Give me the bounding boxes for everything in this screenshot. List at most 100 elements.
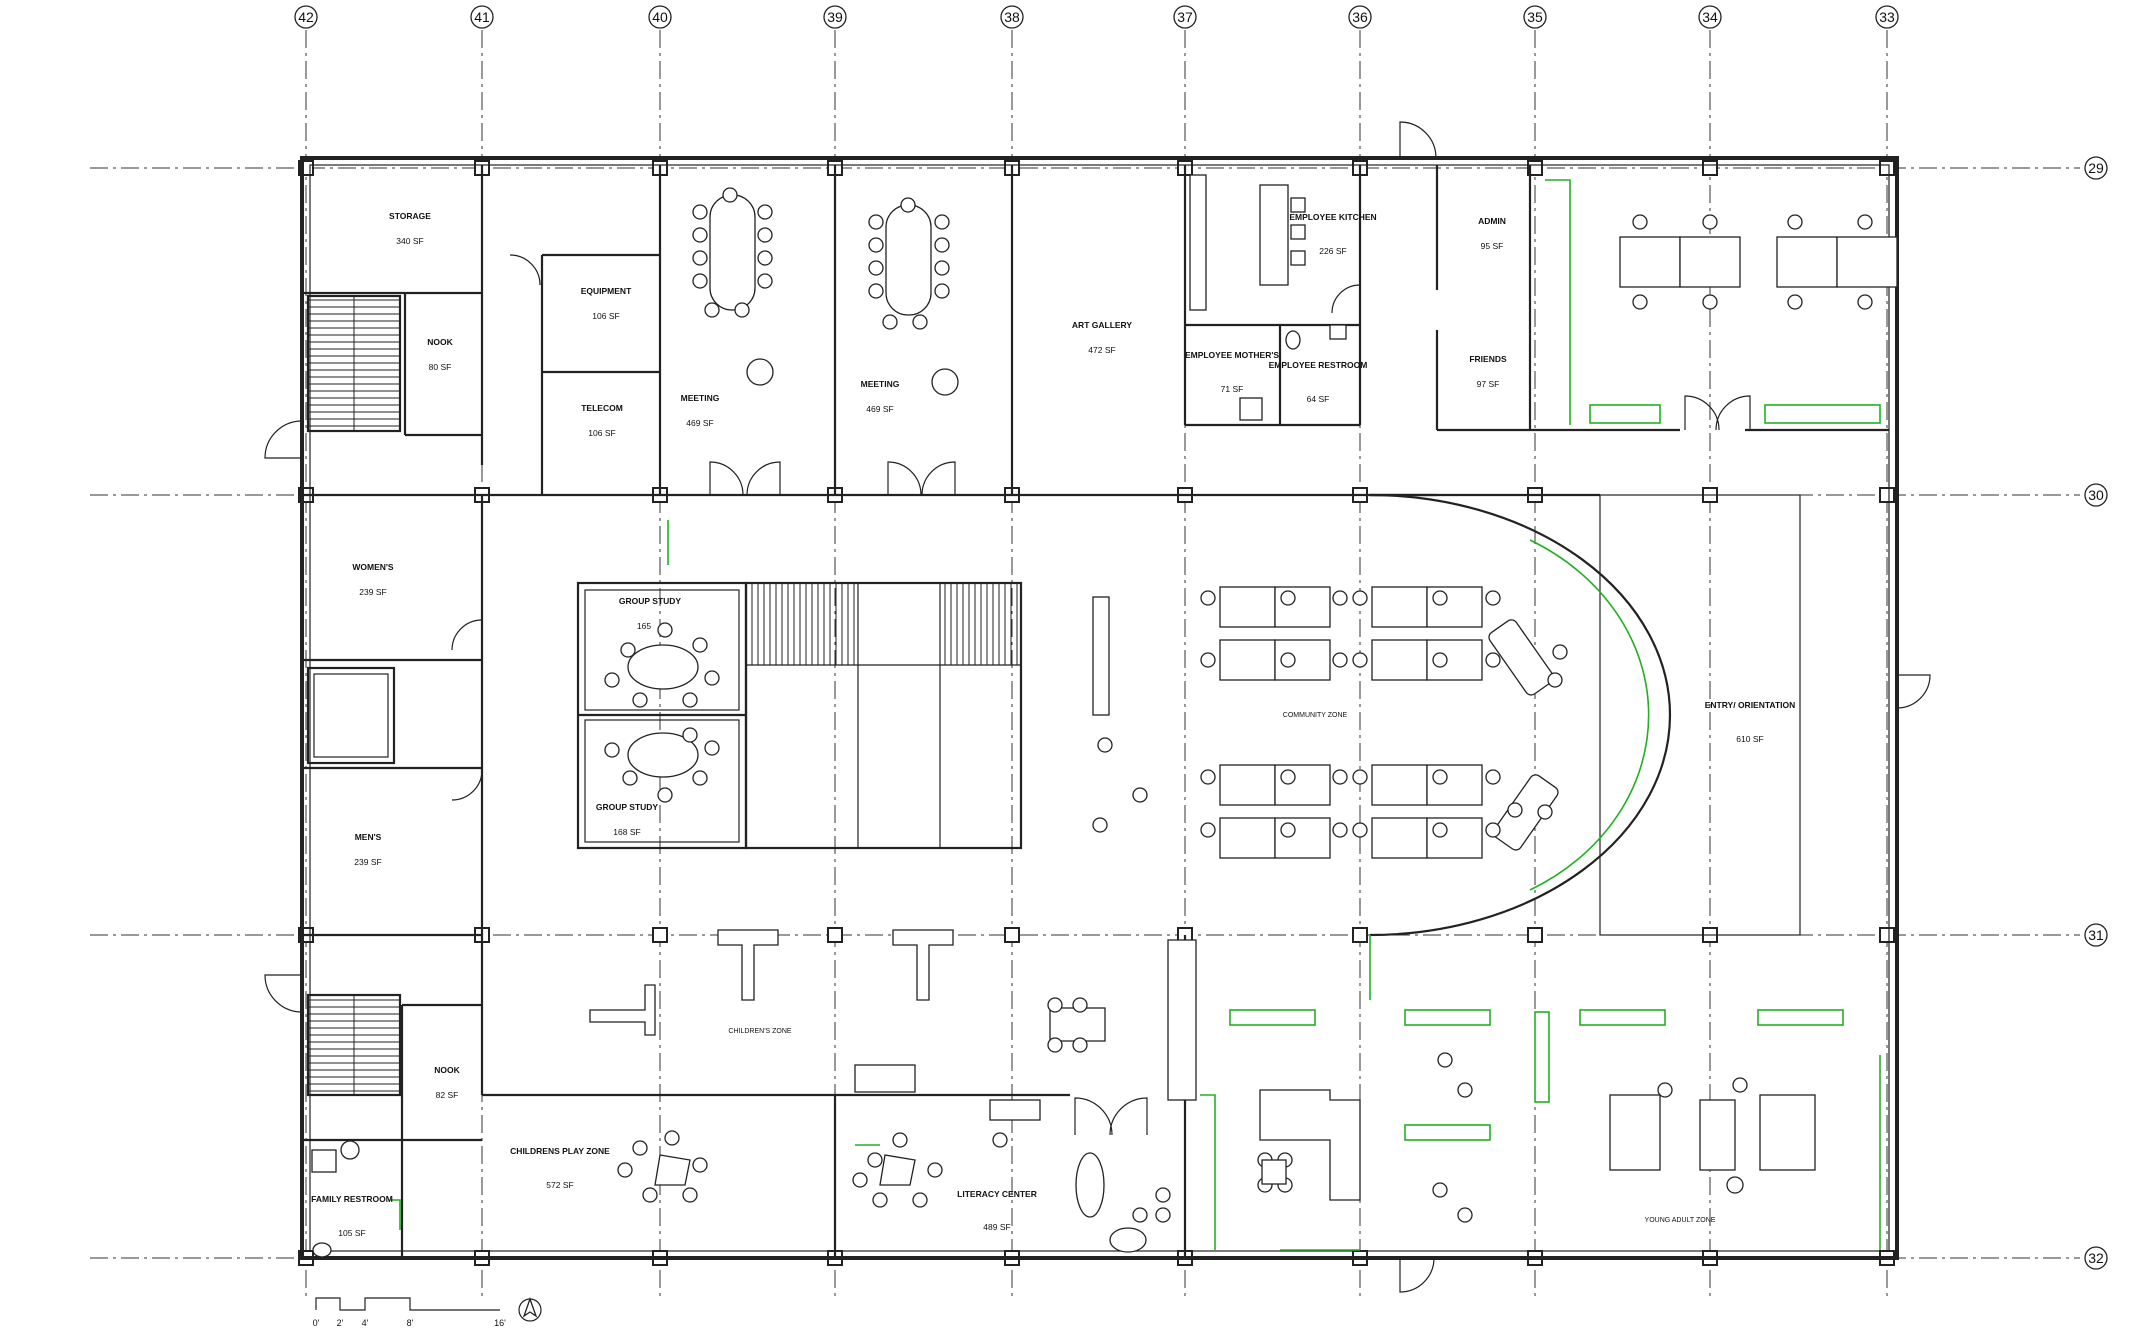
room-womens-area: 239 SF — [359, 587, 386, 597]
chair — [620, 642, 636, 658]
room-mens-area: 239 SF — [354, 857, 381, 867]
chair — [934, 283, 950, 299]
grid-bubble-col-39 — [823, 5, 847, 29]
chair — [1702, 214, 1718, 230]
grid-bubble-col-34 — [1698, 5, 1722, 29]
stool — [1290, 250, 1306, 266]
chair — [757, 250, 773, 266]
graphic-scale: 0' 2' 4' 8' 16' — [313, 1297, 542, 1328]
chair — [632, 692, 648, 708]
room-nook-upper-name: NOOK — [427, 337, 453, 347]
chair — [927, 1162, 943, 1178]
chair — [1632, 294, 1648, 310]
grid-label-row-31: 31 — [2088, 927, 2104, 943]
chair — [1432, 822, 1448, 838]
chair — [692, 227, 708, 243]
chair — [1787, 294, 1803, 310]
grid-label-col-41: 41 — [474, 9, 490, 25]
chair — [664, 1130, 680, 1146]
room-art-gallery-area: 472 SF — [1088, 345, 1115, 355]
room-nook-lower-area: 82 SF — [436, 1090, 459, 1100]
chair — [1200, 822, 1216, 838]
chair — [1632, 214, 1648, 230]
room-nook-lower: NOOK 82 SF — [434, 1065, 460, 1100]
grid-label-col-35: 35 — [1527, 9, 1543, 25]
chair — [912, 314, 928, 330]
chair — [1432, 652, 1448, 668]
chair — [1432, 1182, 1448, 1198]
square-table — [1261, 1159, 1287, 1185]
grid-label-col-40: 40 — [652, 9, 668, 25]
chair — [1280, 822, 1296, 838]
chair — [657, 622, 673, 638]
group-study-table — [627, 644, 699, 690]
room-mens-name: MEN'S — [355, 832, 382, 842]
room-equipment-area: 106 SF — [592, 311, 619, 321]
zone-community-label: COMMUNITY ZONE — [1283, 712, 1348, 719]
structural-column — [1352, 927, 1368, 943]
room-entry-name: ENTRY/ ORIENTATION — [1705, 700, 1796, 710]
chair — [1047, 997, 1063, 1013]
zone-young-adult-label: YOUNG ADULT ZONE — [1645, 1217, 1716, 1224]
scale-tick-4: 4' — [362, 1318, 369, 1328]
room-employee-mothers: EMPLOYEE MOTHER'S71 SF — [1185, 350, 1279, 394]
structural-column — [1004, 927, 1020, 943]
grid-label-col-39: 39 — [827, 9, 843, 25]
chair — [692, 273, 708, 289]
room-entry: ENTRY/ ORIENTATION 610 SF — [1705, 700, 1796, 744]
room-art-gallery-name: ART GALLERY — [1072, 320, 1132, 330]
grid-label-row-30: 30 — [2088, 487, 2104, 503]
stool — [1290, 197, 1306, 213]
structural-column — [1527, 927, 1543, 943]
group-study-table — [627, 732, 699, 778]
chair — [604, 742, 620, 758]
sink-icon — [1329, 324, 1347, 340]
chair — [1280, 590, 1296, 606]
structural-column — [1879, 927, 1895, 943]
chair — [1857, 214, 1873, 230]
room-friends-name: FRIENDS — [1469, 354, 1507, 364]
grid-label-col-38: 38 — [1004, 9, 1020, 25]
chair — [934, 214, 950, 230]
room-meeting-2-name: MEETING — [861, 379, 900, 389]
chair — [692, 204, 708, 220]
chair — [868, 214, 884, 230]
chair — [1200, 652, 1216, 668]
chair — [892, 1132, 908, 1148]
activity-table — [879, 1154, 916, 1186]
chair — [604, 672, 620, 688]
room-employee-mothers-name: EMPLOYEE MOTHER'S — [1185, 350, 1279, 360]
room-literacy-center-name: LITERACY CENTER — [957, 1189, 1037, 1199]
chair — [1547, 672, 1563, 688]
round-table — [746, 358, 774, 386]
chairs — [311, 187, 1873, 1258]
grid-bubble-row-31 — [2084, 923, 2108, 947]
room-nook-lower-name: NOOK — [434, 1065, 460, 1075]
chair — [882, 314, 898, 330]
structural-column — [1879, 160, 1895, 176]
furniture — [589, 174, 1898, 1201]
grid-label-row-32: 32 — [2088, 1250, 2104, 1266]
chair — [692, 250, 708, 266]
grid-bubble-col-33 — [1875, 5, 1899, 29]
chair — [1485, 769, 1501, 785]
room-equipment-name: EQUIPMENT — [581, 286, 632, 296]
chair — [632, 1140, 648, 1156]
room-mens: MEN'S 239 SF — [354, 832, 381, 867]
chair — [1552, 644, 1568, 660]
room-childrens-play-name: CHILDRENS PLAY ZONE — [510, 1146, 610, 1156]
room-equipment: EQUIPMENT 106 SF — [581, 286, 632, 321]
chair — [1097, 737, 1113, 753]
chair — [1457, 1082, 1473, 1098]
room-entry-area: 610 SF — [1736, 734, 1763, 744]
grid-label-col-42: 42 — [298, 9, 314, 25]
